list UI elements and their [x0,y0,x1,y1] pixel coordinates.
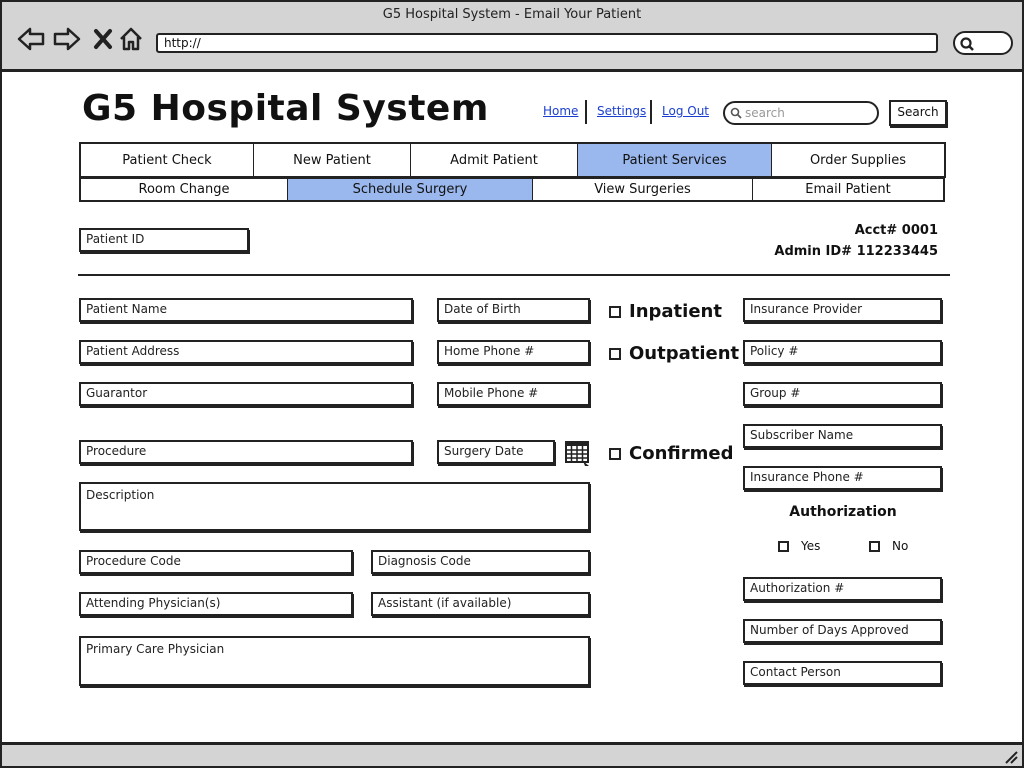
account-number: Acct# 0001 [854,223,938,238]
main-tab-bar: Patient Check New Patient Admit Patient … [79,142,946,178]
search-input[interactable]: search [723,101,879,125]
back-icon[interactable] [16,24,46,54]
resize-grip-icon[interactable] [1002,748,1018,764]
days-approved-field[interactable]: Number of Days Approved [743,619,942,643]
browser-search-field[interactable] [953,31,1013,55]
diagnosis-code-field[interactable]: Diagnosis Code [371,550,590,574]
patient-id-field[interactable]: Patient ID [79,228,249,252]
search-button[interactable]: Search [889,100,947,126]
inpatient-label: Inpatient [629,301,722,322]
checkbox-box[interactable] [609,347,621,360]
inpatient-checkbox[interactable]: Inpatient [609,301,722,322]
patient-address-field[interactable]: Patient Address [79,340,413,364]
policy-number-field[interactable]: Policy # [743,340,942,364]
surgery-date-field[interactable]: Surgery Date [437,440,555,464]
home-phone-field[interactable]: Home Phone # [437,340,590,364]
confirmed-label: Confirmed [629,443,734,464]
guarantor-field[interactable]: Guarantor [79,382,413,406]
window-title: G5 Hospital System - Email Your Patient [382,7,642,22]
status-bar [2,742,1022,766]
tab-patient-services[interactable]: Patient Services [578,144,772,176]
sub-tab-bar: Room Change Schedule Surgery View Surger… [79,177,945,202]
tab-room-change[interactable]: Room Change [81,179,288,200]
outpatient-checkbox[interactable]: Outpatient [609,343,739,364]
tab-view-surgeries[interactable]: View Surgeries [533,179,753,200]
search-icon [960,37,974,51]
authorization-yes-checkbox[interactable]: Yes [778,539,820,553]
attending-physicians-field[interactable]: Attending Physician(s) [79,592,353,616]
search-icon [730,107,742,119]
home-icon[interactable] [116,24,146,54]
url-bar[interactable]: http:// [156,33,938,53]
forward-icon[interactable] [52,24,82,54]
stop-icon[interactable] [88,24,118,54]
search-placeholder: search [745,106,785,120]
tab-admit-patient[interactable]: Admit Patient [411,144,578,176]
description-textarea[interactable]: Description [79,482,590,531]
outpatient-label: Outpatient [629,343,740,364]
subscriber-name-field[interactable]: Subscriber Name [743,424,942,448]
section-divider [78,274,950,276]
procedure-field[interactable]: Procedure [79,440,413,464]
checkbox-box[interactable] [778,540,789,552]
confirmed-checkbox[interactable]: Confirmed [609,443,733,464]
tab-email-patient[interactable]: Email Patient [805,182,891,197]
assistant-field[interactable]: Assistant (if available) [371,592,590,616]
yes-label: Yes [801,539,821,553]
tab-schedule-surgery[interactable]: Schedule Surgery [288,179,533,200]
app-title: G5 Hospital System [82,88,489,129]
no-label: No [892,539,909,553]
procedure-code-field[interactable]: Procedure Code [79,550,353,574]
group-number-field[interactable]: Group # [743,382,942,406]
home-link[interactable]: Home [543,104,579,118]
mobile-phone-field[interactable]: Mobile Phone # [437,382,590,406]
authorization-no-checkbox[interactable]: No [869,539,908,553]
tab-order-supplies[interactable]: Order Supplies [809,153,907,168]
link-divider [585,100,587,124]
calendar-icon[interactable] [565,441,591,471]
authorization-heading: Authorization [789,504,897,520]
authorization-number-field[interactable]: Authorization # [743,577,942,601]
link-divider [650,100,652,124]
insurance-provider-field[interactable]: Insurance Provider [743,298,942,322]
contact-person-field[interactable]: Contact Person [743,661,942,685]
checkbox-box[interactable] [609,305,621,318]
admin-id: Admin ID# 112233445 [774,244,938,259]
tab-patient-check[interactable]: Patient Check [81,144,254,176]
tab-new-patient[interactable]: New Patient [254,144,411,176]
patient-name-field[interactable]: Patient Name [79,298,413,322]
settings-link[interactable]: Settings [597,104,647,118]
checkbox-box[interactable] [609,447,621,460]
date-of-birth-field[interactable]: Date of Birth [437,298,590,322]
primary-care-physician-textarea[interactable]: Primary Care Physician [79,636,590,686]
logout-link[interactable]: Log Out [662,104,710,118]
insurance-phone-field[interactable]: Insurance Phone # [743,466,942,490]
browser-toolbar: G5 Hospital System - Email Your Patient … [2,2,1022,72]
checkbox-box[interactable] [869,540,880,552]
